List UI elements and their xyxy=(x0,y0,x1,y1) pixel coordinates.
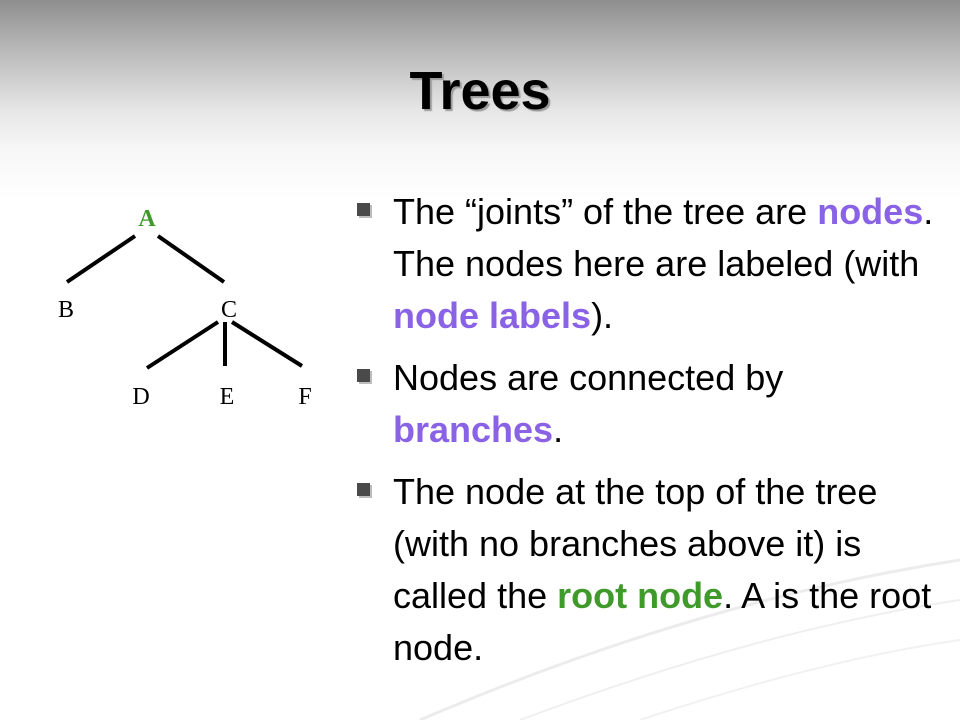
bullet-item: The node at the top of the tree (with no… xyxy=(355,466,955,674)
term-root-node: root node xyxy=(557,575,724,616)
node-label-b: B xyxy=(58,297,74,323)
node-label-d: D xyxy=(132,384,149,410)
bullet-square-icon xyxy=(357,483,370,496)
bullet-item: Nodes are connected by branches. xyxy=(355,352,955,456)
slide-title: Trees xyxy=(409,61,551,121)
branch-c-d xyxy=(145,320,220,370)
node-label-e: E xyxy=(220,384,235,410)
bullet-text: The “joints” of the tree are nodes. The … xyxy=(393,191,934,336)
term-branches: branches xyxy=(393,409,554,450)
bullet-text: Nodes are connected by branches. xyxy=(393,357,784,450)
bullet-item: The “joints” of the tree are nodes. The … xyxy=(355,186,955,342)
bullet-square-icon xyxy=(357,203,370,216)
node-label-f: F xyxy=(298,384,311,410)
bullet-text: The node at the top of the tree (with no… xyxy=(393,471,932,668)
node-label-a: A xyxy=(138,206,156,232)
term-node-labels: node labels xyxy=(393,295,592,336)
branch-a-b xyxy=(65,234,137,284)
bullet-list: The “joints” of the tree are nodes. The … xyxy=(355,186,955,684)
term-nodes: nodes xyxy=(817,191,924,232)
branch-c-f xyxy=(230,320,304,368)
bullet-square-icon xyxy=(357,369,370,382)
node-label-c: C xyxy=(221,297,237,323)
tree-diagram: A B C D E F xyxy=(58,206,312,410)
branch-a-c xyxy=(156,234,226,284)
